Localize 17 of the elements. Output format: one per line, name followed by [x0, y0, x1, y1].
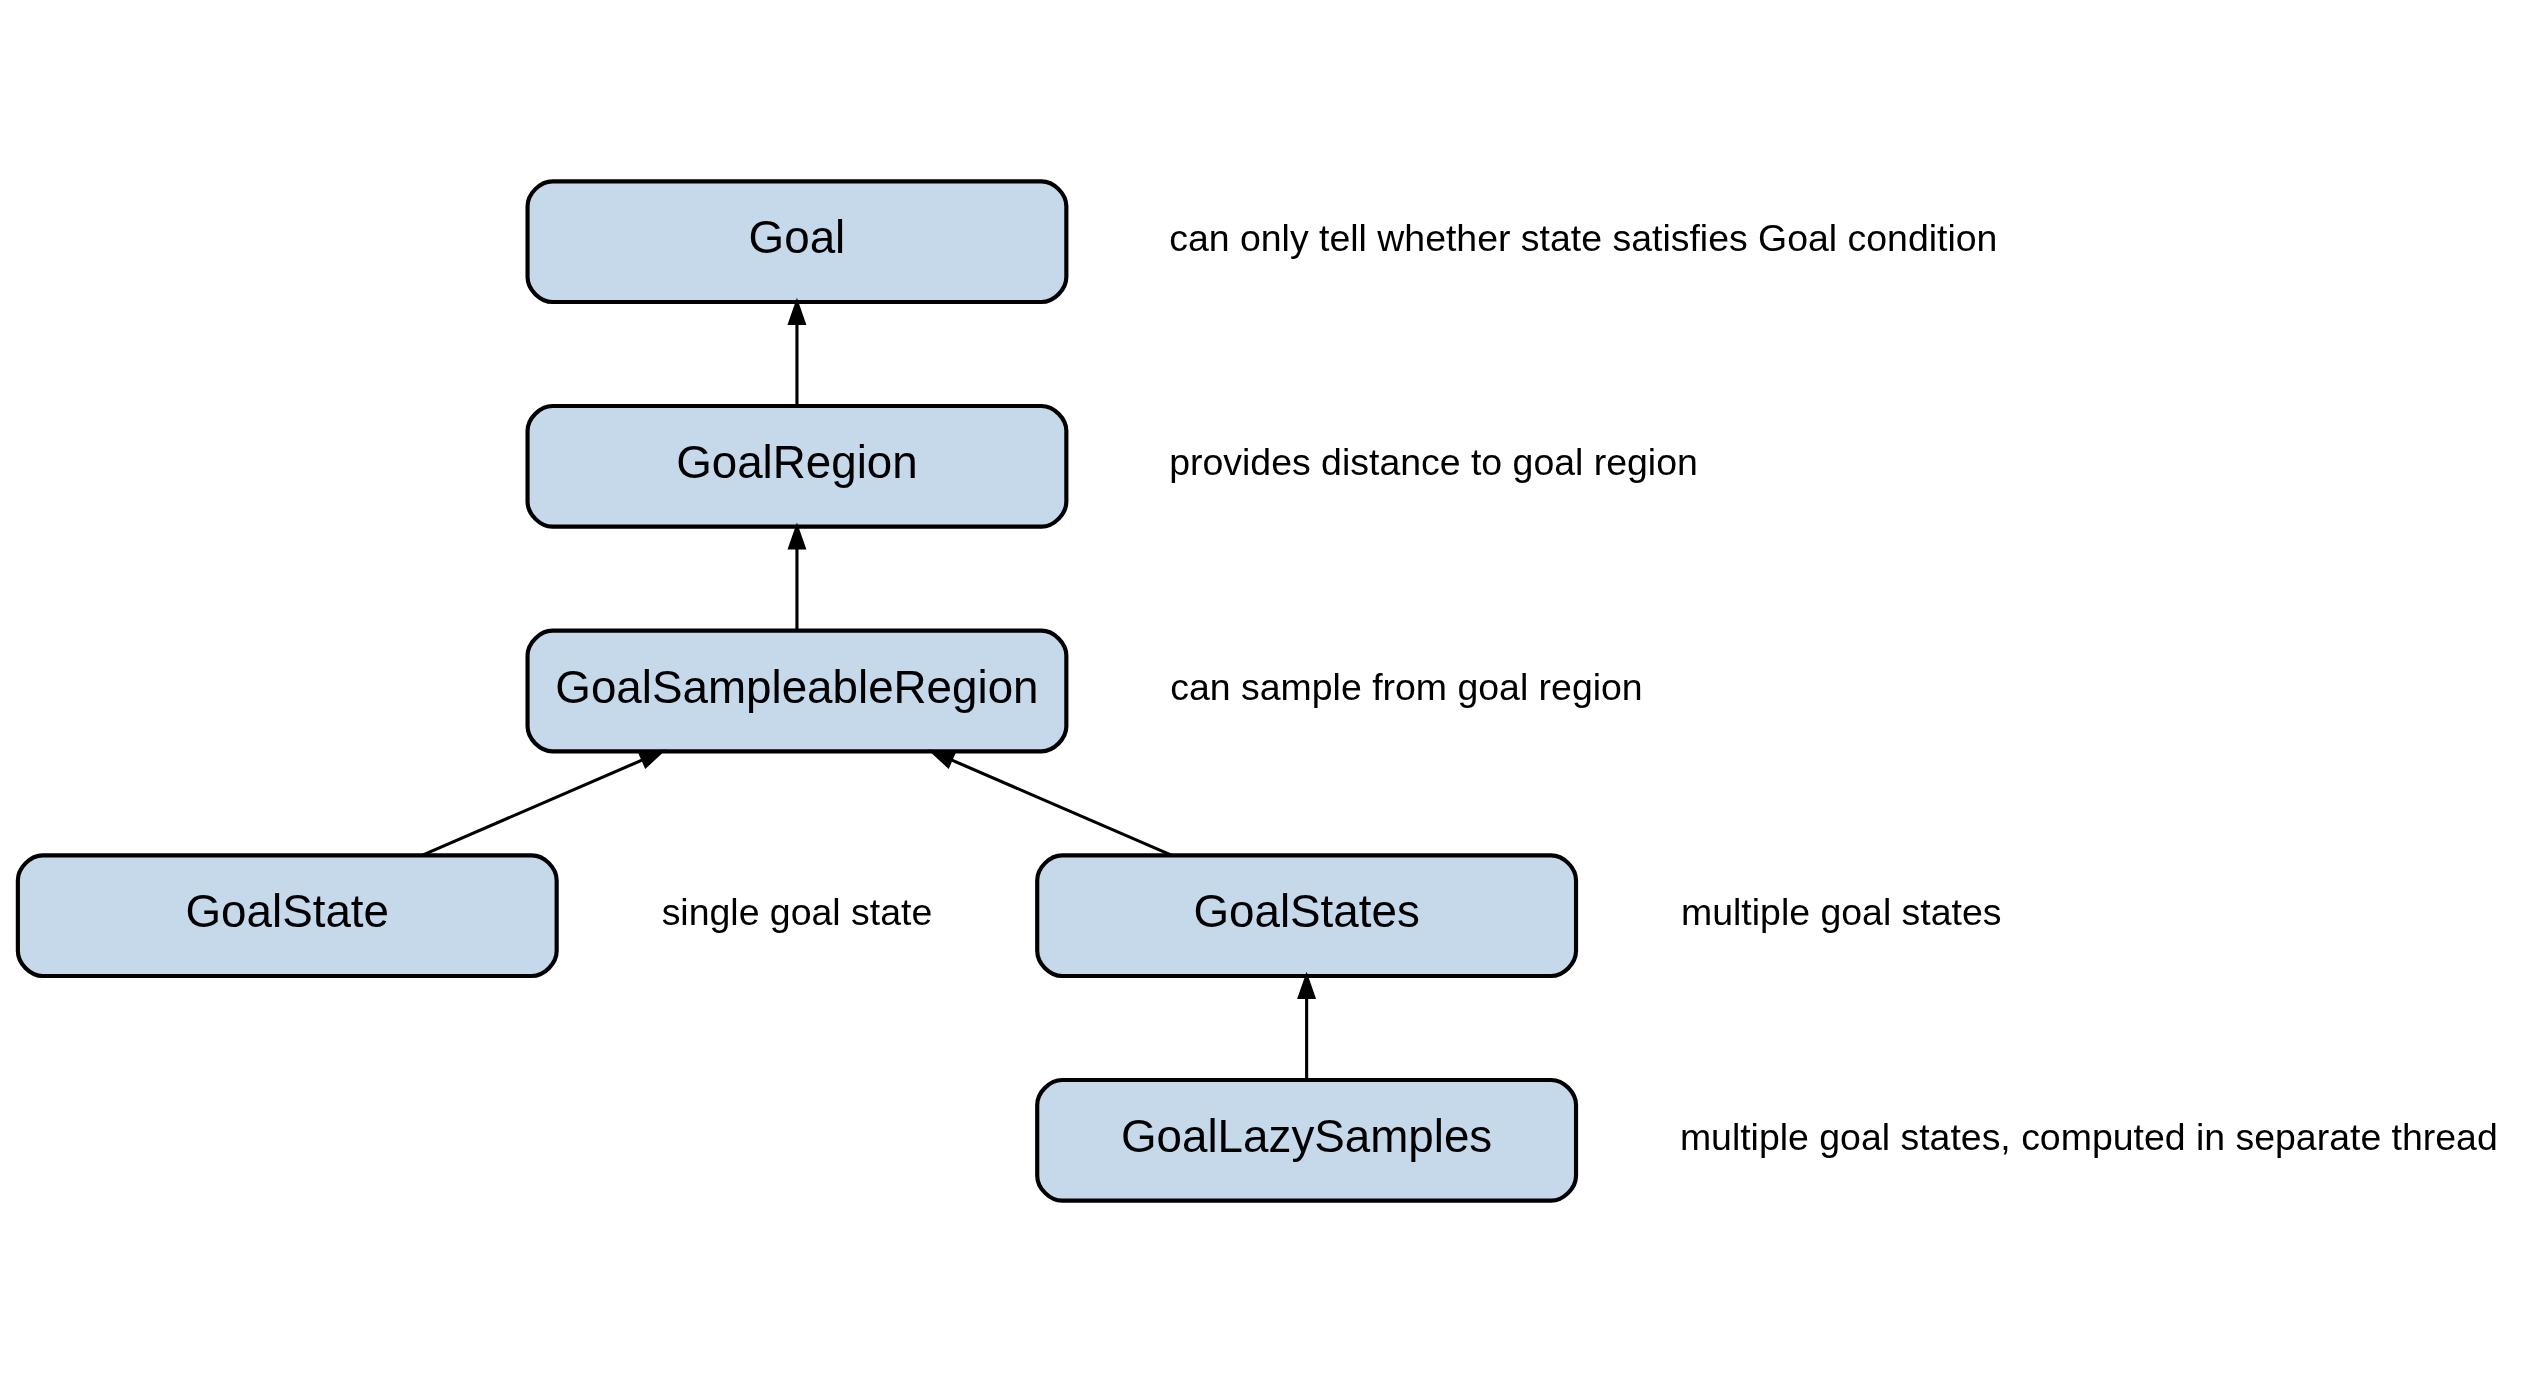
- node-label: can sample from goal region: [1169, 665, 1643, 708]
- node-label: multiple goal states, computed in separate thread: [1679, 1115, 2498, 1157]
- node-box: GoalLazySamples: [1034, 1077, 1578, 1203]
- node-box: GoalRegion: [524, 403, 1068, 529]
- node-label: multiple goal states: [1680, 890, 2001, 933]
- node-box: GoalStates: [1034, 852, 1578, 978]
- arrow: [786, 297, 806, 406]
- node-box: GoalState: [15, 852, 559, 978]
- node-box: Goal: [524, 178, 1068, 304]
- node-box: GoalSampleableRegion: [524, 628, 1068, 753]
- arrow: [421, 749, 666, 856]
- node-label: single goal state: [661, 890, 932, 933]
- arrow: [1296, 971, 1316, 1080]
- arrow: [786, 521, 806, 630]
- node-label: provides distance to goal region: [1168, 440, 1698, 483]
- arrow: [927, 749, 1172, 856]
- node-label: can only tell whether state satisfies Goal condition: [1168, 216, 1997, 259]
